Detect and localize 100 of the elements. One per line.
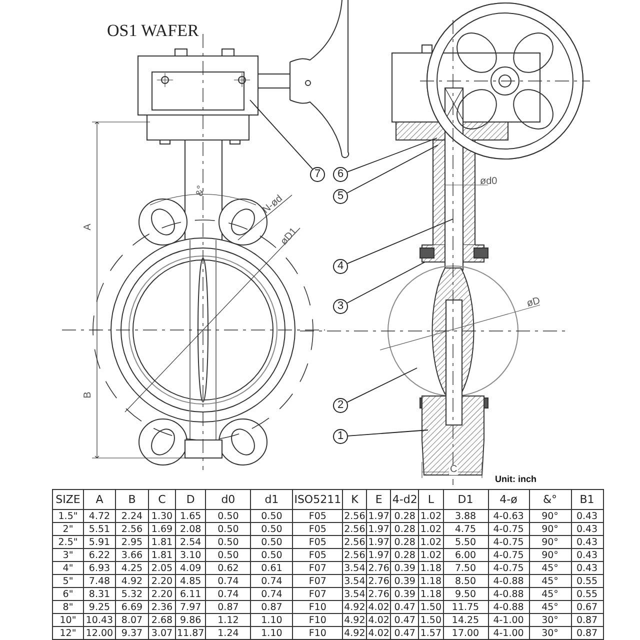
drawing-title: OS1 WAFER bbox=[107, 22, 199, 39]
table-cell: 1.18 bbox=[418, 574, 444, 588]
table-cell: F10 bbox=[292, 626, 343, 640]
callout-number: 2 bbox=[333, 398, 348, 413]
table-cell: 3.54 bbox=[342, 562, 367, 574]
table-cell: 1.69 bbox=[148, 522, 176, 536]
table-cell: F07 bbox=[292, 588, 343, 600]
table-cell: 0.74 bbox=[206, 588, 251, 600]
column-header-cell: ISO5211 bbox=[292, 490, 343, 510]
callout-number: 6 bbox=[333, 167, 348, 182]
table-cell: 0.67 bbox=[571, 600, 604, 614]
table-cell: 2.56 bbox=[342, 536, 367, 548]
table-cell: 90° bbox=[529, 536, 572, 548]
table-cell: 2.36 bbox=[148, 600, 176, 614]
table-cell: 0.47 bbox=[390, 614, 419, 626]
table-cell: 0.47 bbox=[390, 626, 419, 640]
table-cell: 45° bbox=[529, 562, 572, 574]
table-cell: 1.57 bbox=[418, 626, 444, 640]
table-cell: 0.74 bbox=[206, 574, 251, 588]
callout-number: 7 bbox=[310, 167, 325, 182]
table-cell: 1.10 bbox=[250, 614, 293, 626]
table-cell: 90° bbox=[529, 548, 572, 562]
table-cell: 5.50 bbox=[443, 536, 488, 548]
table-cell: F05 bbox=[292, 548, 343, 562]
table-cell: 6.93 bbox=[84, 562, 116, 574]
table-cell: 14.25 bbox=[443, 614, 488, 626]
table-cell: 0.50 bbox=[250, 510, 293, 522]
table-cell: 0.43 bbox=[571, 536, 604, 548]
table-cell: 1.5" bbox=[52, 510, 84, 522]
table-cell: 1.50 bbox=[418, 600, 444, 614]
dimension-label: A bbox=[83, 224, 94, 230]
table-cell: 6.11 bbox=[176, 588, 206, 600]
table-cell: 4-0.75 bbox=[488, 522, 530, 536]
table-cell: 3.54 bbox=[342, 574, 367, 588]
table-cell: 2.54 bbox=[176, 536, 206, 548]
table-cell: 3.54 bbox=[342, 588, 367, 600]
table-cell: 2.56 bbox=[342, 522, 367, 536]
table-cell: 1.81 bbox=[148, 536, 176, 548]
table-cell: 1.10 bbox=[250, 626, 293, 640]
dimension-label: øD1 bbox=[279, 226, 300, 248]
table-cell: 2.76 bbox=[366, 574, 391, 588]
table-cell: 12.00 bbox=[84, 626, 116, 640]
table-cell: 4-1.00 bbox=[488, 626, 530, 640]
callout-number: 4 bbox=[333, 259, 348, 274]
table-cell: F10 bbox=[292, 614, 343, 626]
dimension-label: øD bbox=[526, 296, 542, 310]
table-cell: 45° bbox=[529, 574, 572, 588]
table-cell: 2.76 bbox=[366, 588, 391, 600]
table-cell: 7.97 bbox=[176, 600, 206, 614]
callout-number: 5 bbox=[333, 189, 348, 204]
column-header-cell: B1 bbox=[571, 490, 604, 510]
table-cell: 3.10 bbox=[176, 548, 206, 562]
table-cell: 1.81 bbox=[148, 548, 176, 562]
table-cell: 0.55 bbox=[571, 574, 604, 588]
table-cell: 11.75 bbox=[443, 600, 488, 614]
table-cell: 1.30 bbox=[148, 510, 176, 522]
table-cell: 0.39 bbox=[390, 574, 419, 588]
table-cell: 0.61 bbox=[250, 562, 293, 574]
table-cell: 6" bbox=[52, 588, 84, 600]
table-cell: F07 bbox=[292, 562, 343, 574]
table-cell: 1.97 bbox=[366, 522, 391, 536]
table-cell: 2.24 bbox=[116, 510, 148, 522]
table-cell: 0.28 bbox=[390, 536, 419, 548]
table-cell: 2.08 bbox=[176, 522, 206, 536]
table-cell: 4.75 bbox=[443, 522, 488, 536]
table-cell: 2.05 bbox=[148, 562, 176, 574]
table-cell: 0.43 bbox=[571, 548, 604, 562]
table-cell: 30° bbox=[529, 626, 572, 640]
table-cell: 45° bbox=[529, 600, 572, 614]
column-header-cell: 4-d2 bbox=[390, 490, 419, 510]
leader-line bbox=[346, 368, 418, 403]
column-header-cell: A bbox=[84, 490, 116, 510]
table-cell: 0.87 bbox=[206, 600, 251, 614]
table-cell: F07 bbox=[292, 574, 343, 588]
column-header-cell: E bbox=[366, 490, 391, 510]
table-cell: 4.02 bbox=[366, 626, 391, 640]
table-cell: 4-0.88 bbox=[488, 588, 530, 600]
callout-number: 3 bbox=[333, 299, 348, 314]
table-cell: 4.25 bbox=[116, 562, 148, 574]
table-cell: 1.18 bbox=[418, 588, 444, 600]
table-cell: 2.56 bbox=[342, 510, 367, 522]
leader-line bbox=[250, 100, 313, 170]
table-cell: 4.92 bbox=[342, 614, 367, 626]
table-cell: 1.02 bbox=[418, 536, 444, 548]
table-cell: 0.43 bbox=[571, 562, 604, 574]
table-cell: 10.43 bbox=[84, 614, 116, 626]
table-cell: 5.32 bbox=[116, 588, 148, 600]
table-cell: 4-1.00 bbox=[488, 614, 530, 626]
table-cell: 0.28 bbox=[390, 510, 419, 522]
table-cell: 2" bbox=[52, 522, 84, 536]
table-cell: 4-0.88 bbox=[488, 600, 530, 614]
table-cell: 1.12 bbox=[206, 614, 251, 626]
table-cell: 0.28 bbox=[390, 548, 419, 562]
column-header-cell: D bbox=[176, 490, 206, 510]
table-cell: 0.47 bbox=[390, 600, 419, 614]
callout-number: 1 bbox=[333, 429, 348, 444]
table-cell: 5.51 bbox=[84, 522, 116, 536]
table-cell: 4.92 bbox=[342, 600, 367, 614]
table-cell: 9.50 bbox=[443, 588, 488, 600]
table-cell: 4.92 bbox=[116, 574, 148, 588]
